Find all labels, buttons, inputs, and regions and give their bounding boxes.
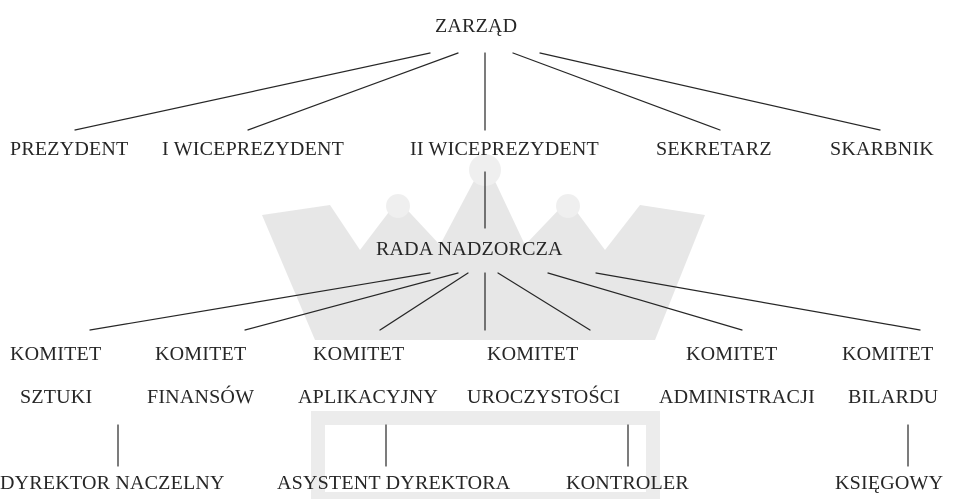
node-rada-nadzorcza: RADA NADZORCZA [376,238,563,260]
committee-aplikacyjny-title: KOMITET [313,343,405,365]
committee-sztuki-name: SZTUKI [20,386,93,408]
committee-uroczystosci-title: KOMITET [487,343,579,365]
committee-administracji-title: KOMITET [686,343,778,365]
node-dyrektor-naczelny: DYREKTOR NACZELNY [0,472,225,494]
node-prezydent: PREZYDENT [10,138,129,160]
node-skarbnik: SKARBNIK [830,138,934,160]
committee-finansow-title: KOMITET [155,343,247,365]
node-sekretarz: SEKRETARZ [656,138,772,160]
node-asystent-dyrektora: ASYSTENT DYREKTORA [277,472,511,494]
node-zarzad: ZARZĄD [435,15,518,37]
node-i-wiceprezydent: I WICEPREZYDENT [162,138,345,160]
committee-bilardu-name: BILARDU [848,386,939,408]
committee-aplikacyjny-name: APLIKACYJNY [298,386,438,408]
committee-bilardu-title: KOMITET [842,343,934,365]
committee-administracji-name: ADMINISTRACJI [659,386,815,408]
committee-sztuki-title: KOMITET [10,343,102,365]
committee-uroczystosci-name: UROCZYSTOŚCI [467,386,621,408]
node-ii-wiceprezydent: II WICEPREZYDENT [410,138,599,160]
committee-finansow-name: FINANSÓW [147,386,255,408]
node-kontroler: KONTROLER [566,472,689,494]
node-ksiegowy: KSIĘGOWY [835,472,944,494]
